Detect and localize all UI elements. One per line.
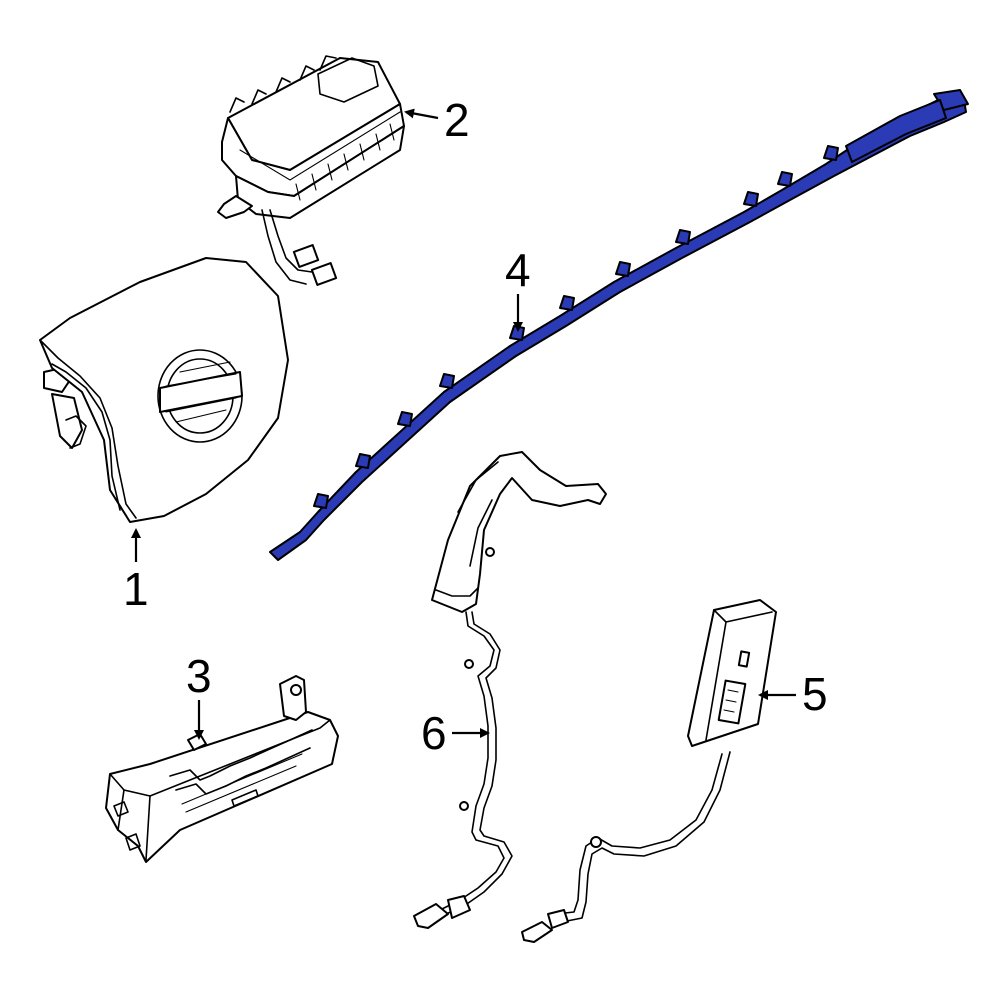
side-airbag-with-harness[interactable] (413, 451, 607, 929)
seat-side-airbag[interactable] (521, 599, 777, 943)
callout-5: 5 (802, 668, 828, 720)
curtain-airbag-body (269, 99, 967, 561)
callout-1: 1 (123, 563, 149, 615)
callout-3: 3 (186, 650, 212, 702)
leader-2 (404, 108, 439, 120)
passenger-airbag-module[interactable] (217, 55, 405, 286)
knee-airbag-module[interactable] (105, 675, 339, 863)
callout-6: 6 (421, 707, 447, 759)
curtain-airbag[interactable] (269, 89, 969, 561)
driver-airbag-module[interactable] (39, 257, 289, 523)
callout-2: 2 (444, 94, 470, 146)
callout-4: 4 (505, 244, 531, 296)
